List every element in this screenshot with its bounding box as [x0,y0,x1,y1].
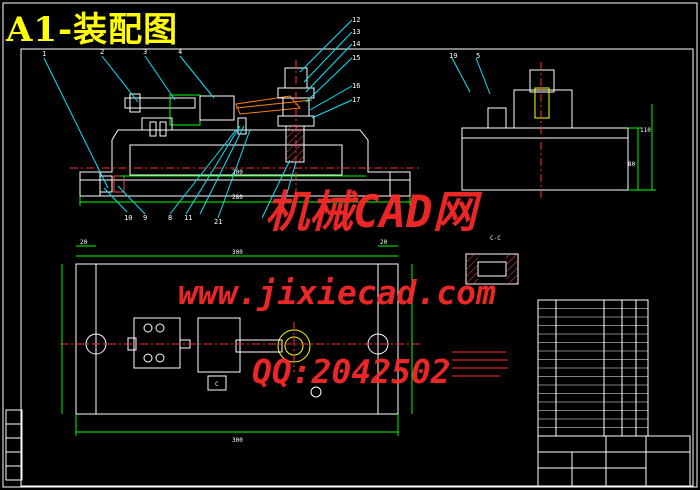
part-label-10: 10 [124,214,132,222]
dim-side-height: 110 [640,127,651,134]
inner-border [20,48,694,487]
drawing-title: A1-装配图 [6,10,179,50]
part-label-2: 2 [100,48,104,56]
part-label-9: 9 [143,214,147,222]
part-label-5: 5 [476,52,480,60]
side-view [461,69,629,191]
dim-plan-left-gap: 20 [80,239,88,246]
section-arrow-c [207,375,227,391]
part-label-13: 13 [352,28,360,36]
part-label-11a: 11 [184,214,192,222]
section-hatch-left [466,254,478,284]
parts-list-rows [538,308,648,428]
plan-view-dimensions [61,245,413,436]
part-label-15: 15 [352,54,360,62]
revision-strip [5,409,23,481]
part-label-19: 19 [449,52,457,60]
dim-side-body: 80 [628,161,636,168]
watermark-qq: QQ:2042502 [252,352,451,391]
leader-lines [43,19,491,219]
dim-front-overall: 280 [232,194,243,201]
part-label-17: 17 [352,96,360,104]
view-label-c: C [215,381,219,388]
dim-front-inner: 200 [232,169,243,176]
part-label-21: 21 [214,218,222,226]
front-view-section-hatch [286,126,304,162]
part-label-4: 4 [178,48,182,56]
watermark-url: www.jixiecad.com [178,273,496,312]
part-label-3: 3 [143,48,147,56]
dim-plan-top: 300 [232,249,243,256]
dim-plan-right-gap: 20 [380,239,388,246]
watermark-site-name: 机械CAD网 [265,187,477,238]
dim-plan-bottom: 300 [232,437,243,444]
part-label-16: 16 [352,82,360,90]
title-block [537,435,691,487]
front-view-dimensions [79,175,411,206]
part-label-1: 1 [42,50,46,58]
side-view-dimensions [628,104,656,191]
part-label-12: 12 [352,16,360,24]
technical-notes [452,351,508,377]
section-hatch-right [506,254,518,284]
part-label-14: 14 [352,40,360,48]
part-label-8: 8 [168,214,172,222]
section-label: C-C [490,235,501,242]
